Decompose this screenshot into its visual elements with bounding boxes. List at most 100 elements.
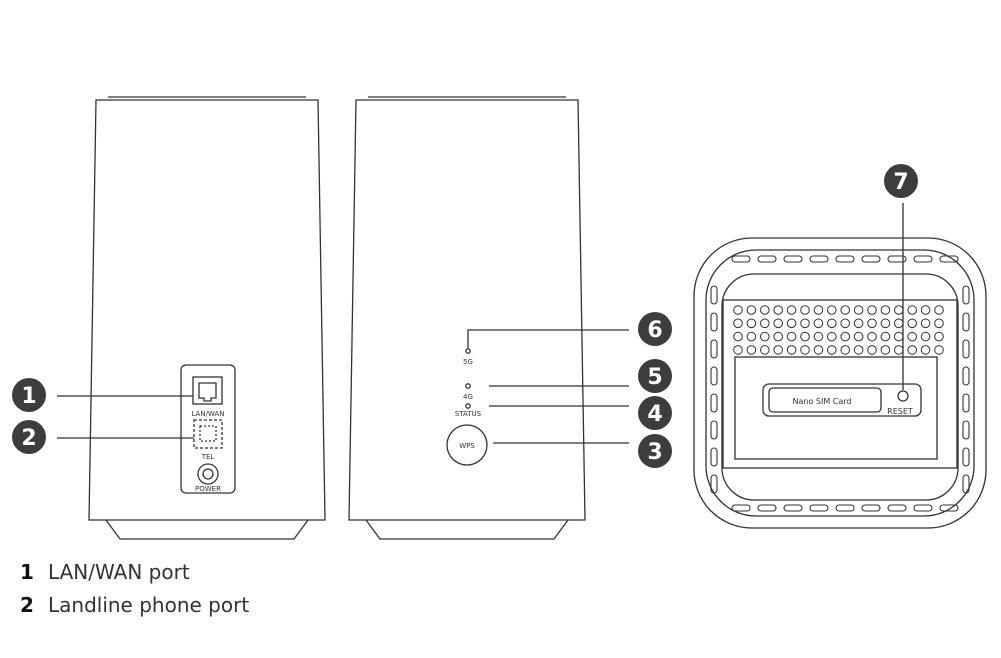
vent-hole bbox=[880, 318, 891, 329]
vent-hole bbox=[894, 305, 904, 315]
callout-4-badge: 4 bbox=[638, 396, 672, 430]
vent-slot bbox=[710, 474, 718, 494]
callout-3-circle bbox=[638, 434, 672, 468]
vent-slot bbox=[809, 504, 829, 512]
vent-hole bbox=[813, 318, 824, 329]
vent-hole bbox=[760, 345, 770, 355]
vent-hole bbox=[907, 305, 918, 315]
4g-label: 4G bbox=[463, 393, 473, 401]
vent-hole bbox=[920, 305, 931, 315]
vent-hole bbox=[920, 318, 931, 329]
vent-hole bbox=[867, 305, 877, 315]
vent-hole bbox=[733, 345, 743, 355]
legend-text: LAN/WAN port bbox=[48, 560, 190, 584]
router-bottom-view bbox=[693, 237, 987, 529]
vent-hole bbox=[746, 305, 757, 315]
vent-hole bbox=[813, 345, 824, 355]
vent-slot bbox=[710, 366, 718, 386]
vent-hole bbox=[840, 305, 851, 315]
vent-hole bbox=[853, 305, 864, 315]
vent-slot bbox=[710, 393, 718, 413]
vent-hole bbox=[880, 345, 891, 355]
vent-slot bbox=[962, 420, 970, 440]
vent-hole bbox=[934, 331, 944, 342]
vent-slot bbox=[783, 504, 803, 512]
vent-hole bbox=[733, 318, 743, 329]
vent-hole bbox=[813, 305, 824, 315]
vent-hole bbox=[840, 331, 851, 342]
vent-hole bbox=[786, 318, 797, 329]
callout-5-badge: 5 bbox=[638, 359, 672, 393]
vent-hole bbox=[867, 318, 877, 329]
vent-slot bbox=[710, 312, 718, 332]
callout-4-circle bbox=[638, 396, 672, 430]
vent-hole bbox=[840, 345, 851, 355]
vent-hole bbox=[760, 331, 770, 342]
vent-hole bbox=[840, 318, 851, 329]
vent-hole bbox=[800, 345, 810, 355]
vent-slot bbox=[939, 504, 959, 512]
vent-hole bbox=[934, 305, 944, 315]
ventilation-panel bbox=[722, 299, 958, 469]
callout-7-number: 7 bbox=[893, 170, 908, 195]
vent-hole bbox=[894, 331, 904, 342]
callout-1-number: 1 bbox=[21, 384, 36, 409]
vent-hole bbox=[880, 331, 891, 342]
vent-hole bbox=[853, 345, 864, 355]
callout-3-badge: 3 bbox=[638, 434, 672, 468]
vent-hole bbox=[746, 345, 757, 355]
vent-slot bbox=[710, 285, 718, 305]
vent-slot bbox=[913, 255, 933, 263]
vent-hole bbox=[786, 305, 797, 315]
vent-hole bbox=[827, 318, 837, 329]
vent-slot bbox=[962, 366, 970, 386]
5g-label: 5G bbox=[463, 358, 473, 366]
vent-slot bbox=[757, 504, 777, 512]
vent-hole bbox=[907, 318, 918, 329]
callout-6-number: 6 bbox=[647, 318, 662, 343]
reset-label: RESET bbox=[887, 407, 913, 416]
vent-hole bbox=[827, 331, 837, 342]
vent-hole bbox=[894, 318, 904, 329]
vent-slot bbox=[809, 255, 829, 263]
vent-hole bbox=[746, 318, 757, 329]
callout-1-circle bbox=[12, 378, 46, 412]
sim-card-label: Nano SIM Card bbox=[793, 397, 852, 406]
vent-slot bbox=[710, 447, 718, 467]
callout-3-number: 3 bbox=[647, 440, 662, 465]
vent-hole bbox=[786, 331, 797, 342]
vent-hole bbox=[800, 318, 810, 329]
vent-hole bbox=[880, 305, 891, 315]
wps-button bbox=[446, 424, 488, 466]
vent-hole bbox=[907, 331, 918, 342]
vent-hole bbox=[920, 331, 931, 342]
vent-slot bbox=[835, 504, 855, 512]
vent-slot bbox=[939, 255, 959, 263]
vent-hole bbox=[786, 345, 797, 355]
callout-6-circle bbox=[638, 312, 672, 346]
vent-hole bbox=[853, 318, 864, 329]
vent-hole bbox=[773, 318, 784, 329]
power-port bbox=[197, 463, 219, 485]
5g-indicator bbox=[465, 348, 471, 354]
sim-card-slot bbox=[762, 383, 922, 417]
callout-4-number: 4 bbox=[647, 402, 662, 427]
ventilation-slots bbox=[710, 255, 970, 512]
vent-slot bbox=[962, 393, 970, 413]
vent-hole bbox=[733, 331, 743, 342]
lan-wan-port bbox=[192, 376, 223, 405]
vent-slot bbox=[962, 474, 970, 494]
legend-number: 2 bbox=[20, 593, 34, 617]
legend-number: 1 bbox=[20, 560, 34, 584]
callout-6-badge: 6 bbox=[638, 312, 672, 346]
vent-slot bbox=[887, 255, 907, 263]
vent-hole bbox=[934, 345, 944, 355]
callout-7-circle bbox=[884, 164, 918, 198]
vent-hole bbox=[773, 331, 784, 342]
callout-2-badge: 2 bbox=[12, 420, 46, 454]
vent-hole bbox=[867, 331, 877, 342]
wps-label: WPS bbox=[459, 442, 475, 450]
legend-text: Landline phone port bbox=[48, 593, 250, 617]
router-back-view bbox=[88, 96, 326, 540]
